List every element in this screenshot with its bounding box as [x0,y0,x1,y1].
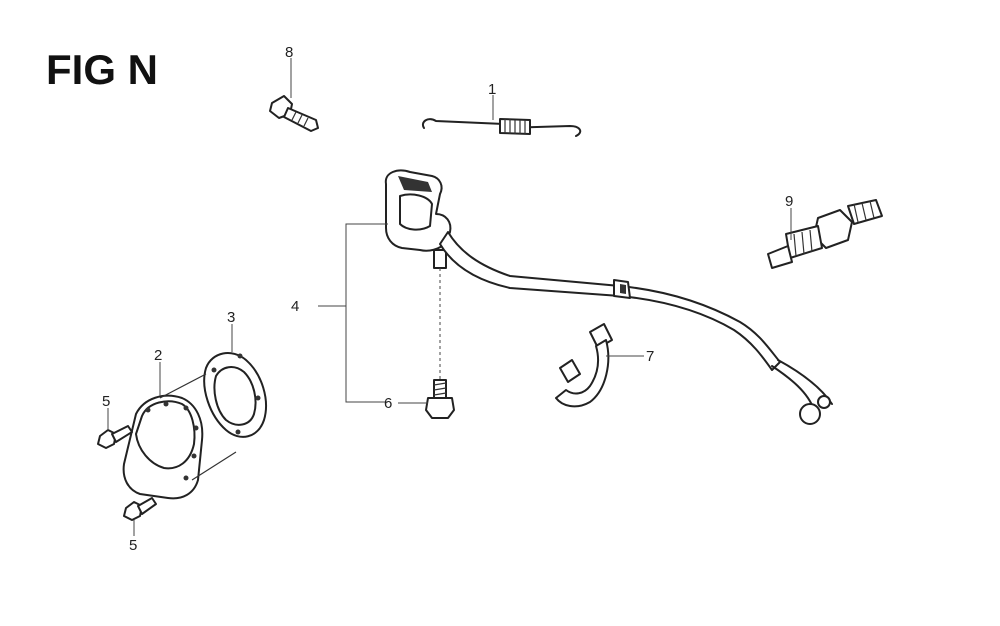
part-7-clamp [555,323,644,408]
part-5-screw-lower [123,497,157,536]
callout-2: 2 [154,347,162,364]
callout-4: 4 [291,298,299,315]
callout-9: 9 [785,193,793,210]
callout-5-upper: 5 [102,393,110,410]
callout-6: 6 [384,395,392,412]
figure-title: FIG N [46,46,158,93]
part-6-screw [398,268,455,419]
part-4-switch-assembly [318,169,833,425]
part-3-gasket [203,324,267,438]
callout-8: 8 [285,44,293,61]
callout-1: 1 [488,81,496,98]
callout-7: 7 [646,348,654,365]
part-8-bolt [269,58,319,132]
part-5-screw-upper [97,408,133,449]
part-9-spark-plug [767,199,883,269]
part-1-spring-rod [422,95,582,137]
callout-5-lower: 5 [129,537,137,554]
part-2-cover [122,362,237,500]
callout-3: 3 [227,309,235,326]
